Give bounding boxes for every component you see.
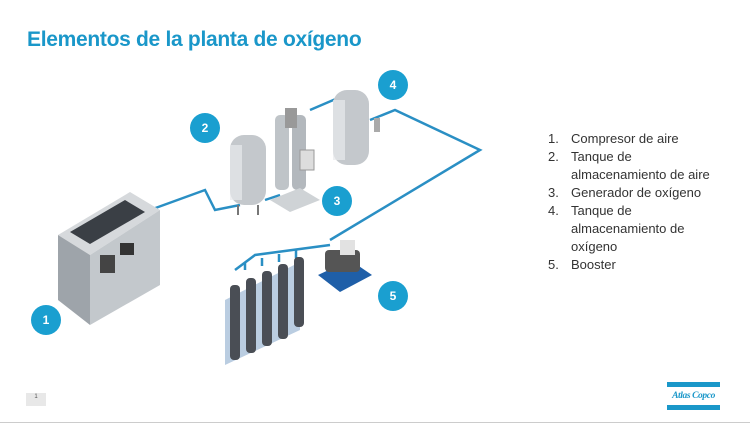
list-item: 3.Generador de oxígeno bbox=[548, 185, 702, 200]
pipes bbox=[149, 93, 483, 271]
list-item: 5.Booster bbox=[548, 257, 616, 272]
svg-text:4: 4 bbox=[390, 78, 397, 92]
badge-4: 4 bbox=[378, 70, 408, 100]
badge-3: 3 bbox=[322, 186, 352, 216]
bottom-divider bbox=[0, 422, 750, 423]
slide-title: Elementos de la planta de oxígeno bbox=[27, 28, 362, 51]
air-compressor bbox=[58, 192, 160, 325]
oxygen-generator bbox=[270, 108, 320, 212]
svg-text:3: 3 bbox=[334, 194, 341, 208]
badge-2: 2 bbox=[190, 113, 220, 143]
booster bbox=[318, 240, 372, 292]
list-item: 2.Tanque de almacenamiento de aire bbox=[548, 149, 710, 182]
badge-5: 5 bbox=[378, 281, 408, 311]
atlas-copco-logo: Atlas Copco bbox=[667, 382, 720, 410]
page-number: 1 bbox=[26, 393, 46, 406]
air-storage-tank bbox=[230, 135, 266, 215]
oxygen-storage-tank bbox=[333, 90, 380, 165]
list-item: 4.Tanque de almacenamiento de oxígeno bbox=[548, 203, 685, 254]
svg-text:1: 1 bbox=[43, 313, 50, 327]
svg-text:5: 5 bbox=[390, 289, 397, 303]
badge-1: 1 bbox=[31, 305, 61, 335]
svg-text:2: 2 bbox=[202, 121, 209, 135]
list-item: 1.Compresor de aire bbox=[548, 131, 679, 146]
components-list: 1.Compresor de aire 2.Tanque de almacena… bbox=[548, 130, 721, 274]
oxygen-plant-illustration: 1 2 3 4 5 bbox=[31, 70, 483, 365]
gas-cylinder-rack bbox=[225, 257, 304, 365]
